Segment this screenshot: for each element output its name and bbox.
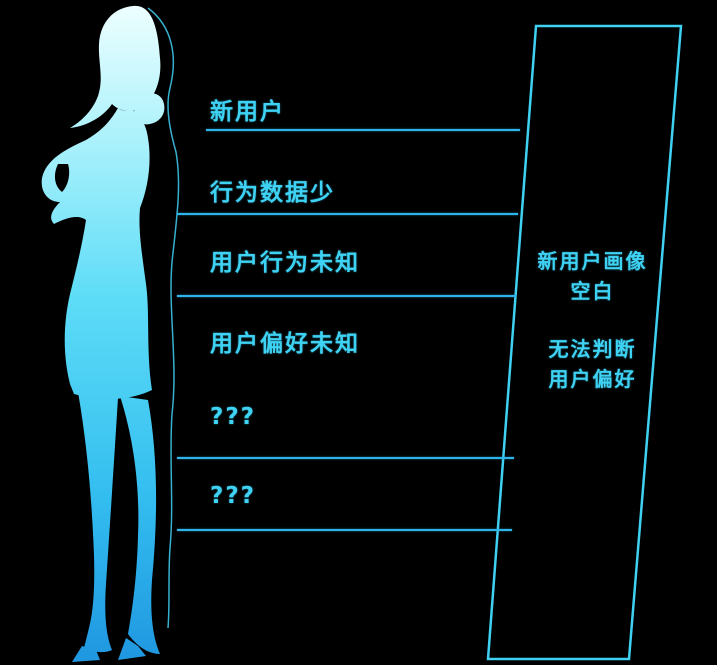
divider-line xyxy=(177,295,516,297)
divider-line xyxy=(177,529,512,531)
funnel-text-top-line1: 新用户画像 xyxy=(537,249,648,273)
funnel-outline xyxy=(486,24,683,661)
funnel-text-top: 新用户画像 空白 xyxy=(505,246,680,306)
divider-line xyxy=(206,129,520,131)
divider-line xyxy=(177,213,518,215)
funnel-text-top-line2: 空白 xyxy=(570,279,615,303)
woman-silhouette-icon xyxy=(41,5,165,662)
funnel-text-bottom-line1: 无法判断 xyxy=(548,337,637,361)
list-item-new-user: 新用户 xyxy=(210,99,285,125)
list-item-behavior-unknown: 用户行为未知 xyxy=(210,250,360,276)
figure-contour-line xyxy=(147,7,180,629)
list-item-little-behavior-data: 行为数据少 xyxy=(210,180,335,206)
funnel-text-bottom: 无法判断 用户偏好 xyxy=(505,334,680,394)
divider-line xyxy=(177,457,514,459)
list-item-question-1: ??? xyxy=(210,404,257,430)
funnel-text-bottom-line2: 用户偏好 xyxy=(548,367,637,391)
list-item-preference-unknown: 用户偏好未知 xyxy=(210,331,360,357)
list-item-question-2: ??? xyxy=(210,483,257,509)
